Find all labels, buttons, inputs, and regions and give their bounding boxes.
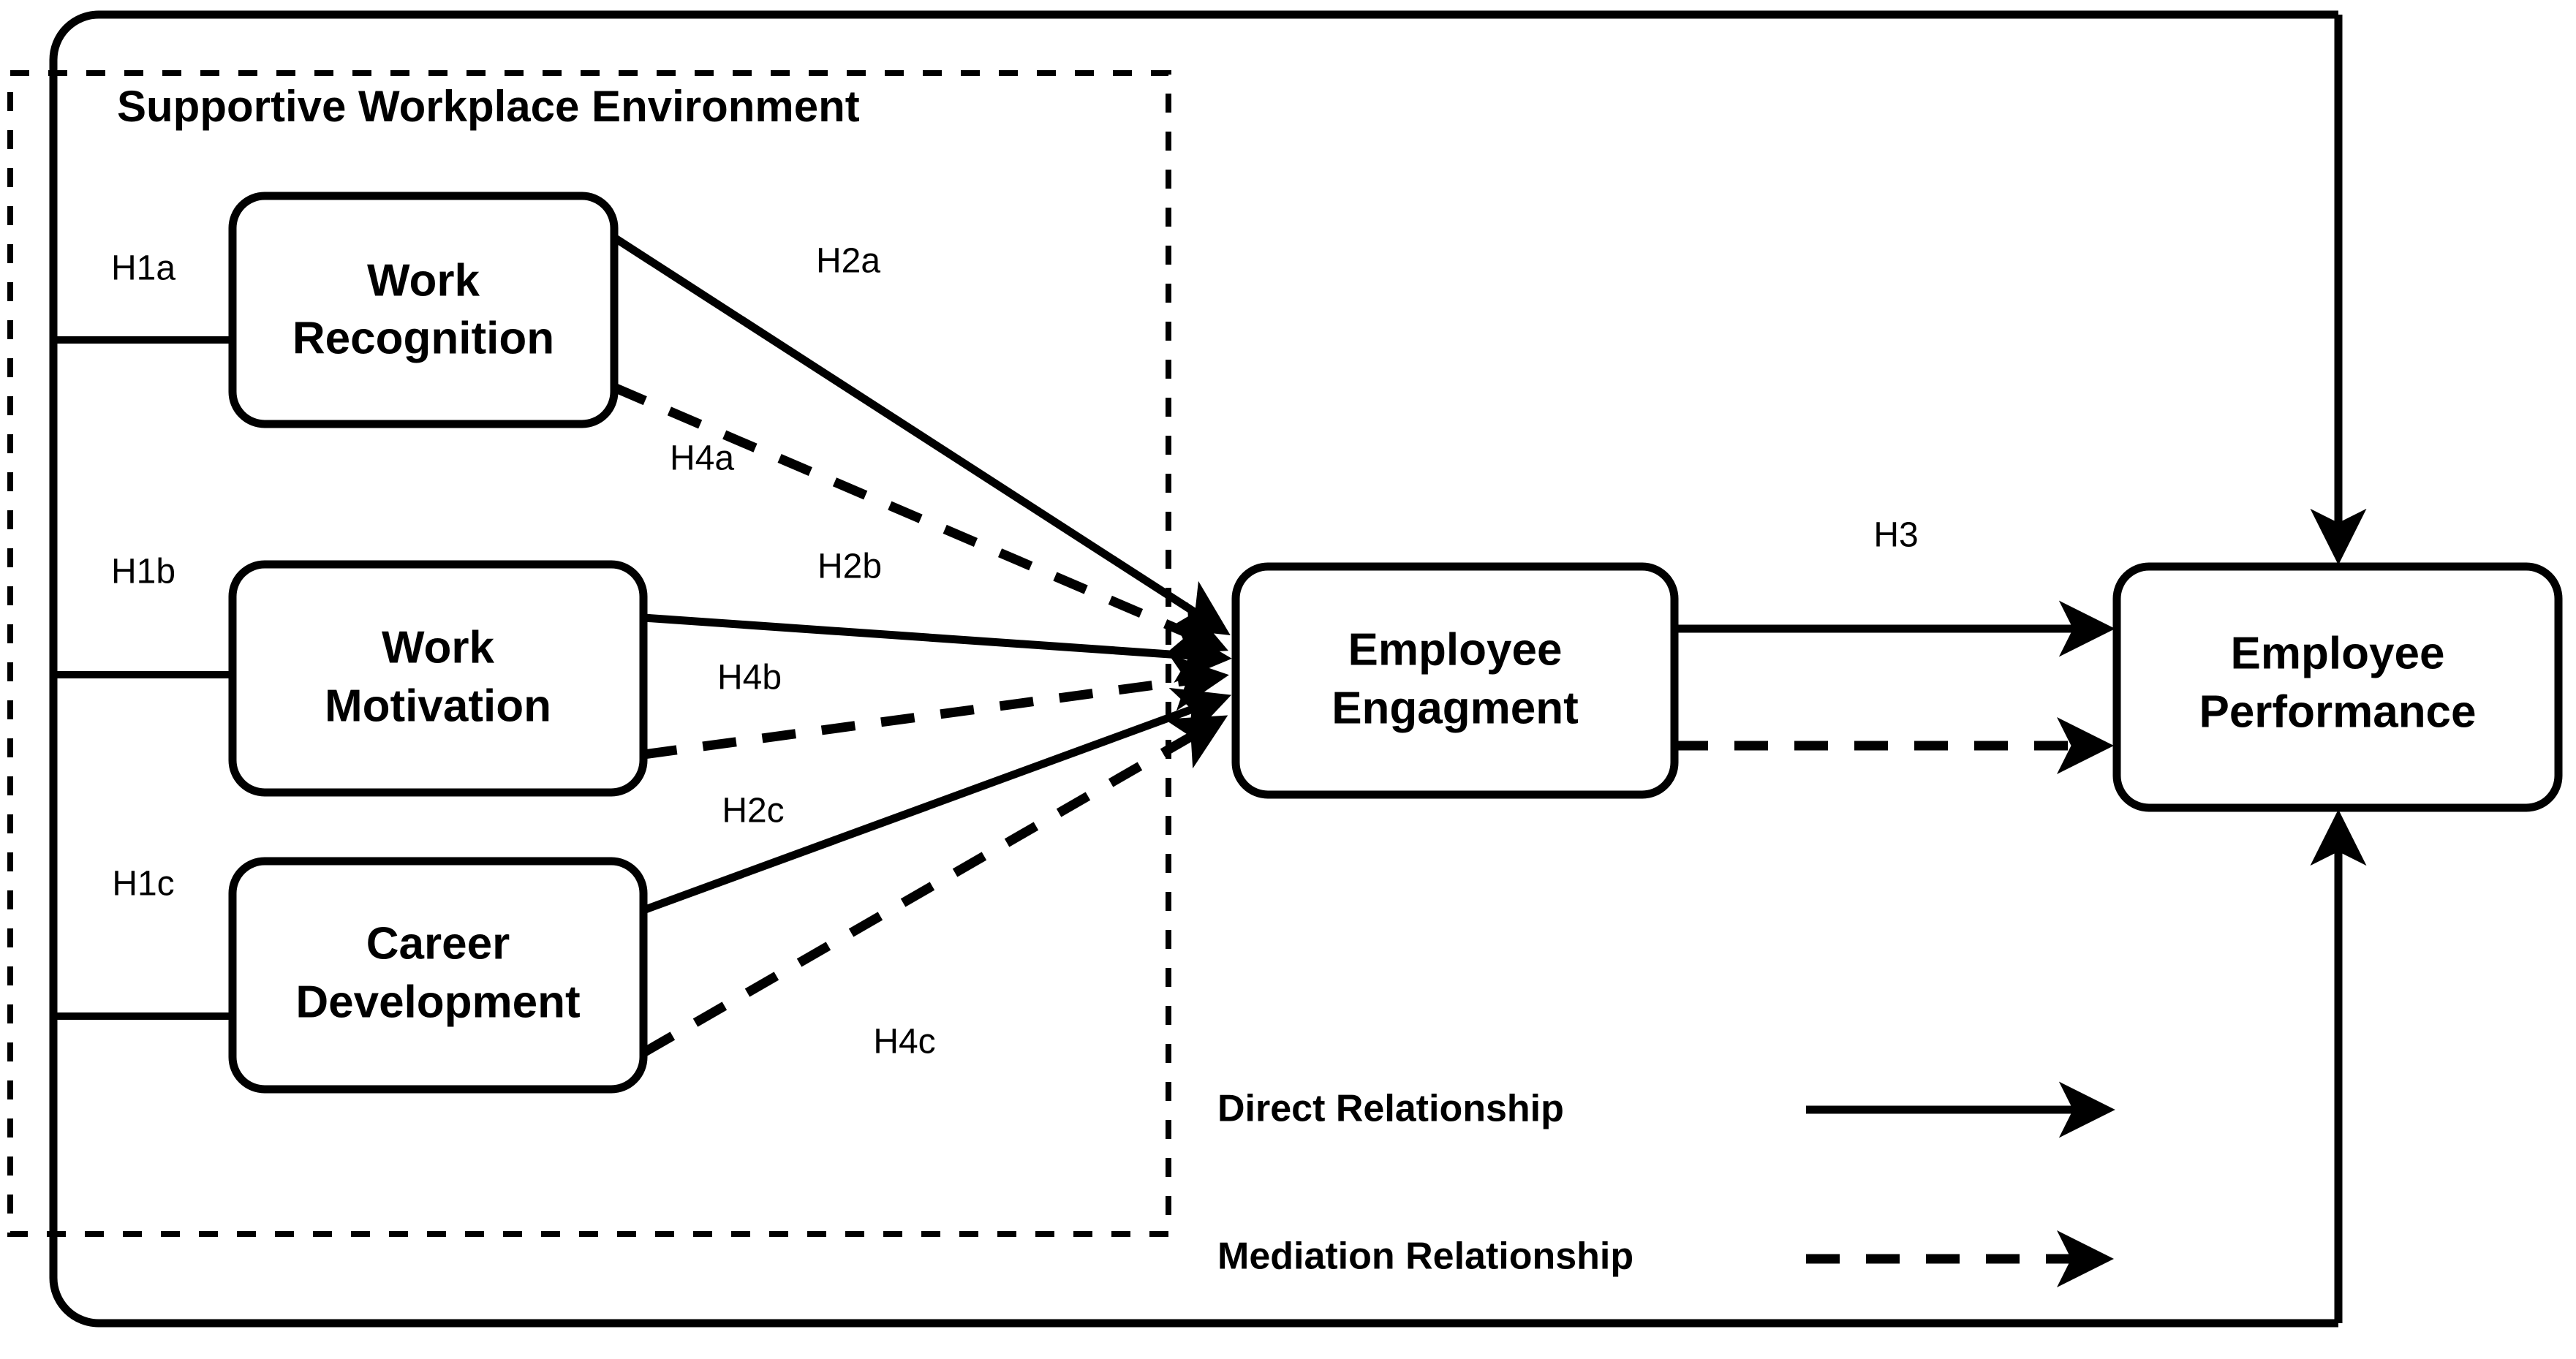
node-employee-engagement[interactable]: Employee Engagment <box>1231 562 1679 799</box>
work-recognition-label-line2: Recognition <box>292 313 554 363</box>
label-h3: H3 <box>1873 516 1918 555</box>
node-work-recognition[interactable]: Work Recognition <box>228 192 619 428</box>
h2b-arrow <box>643 613 1232 683</box>
node-employee-performance[interactable]: Employee Performance <box>2112 562 2563 812</box>
h4b-arrow <box>643 654 1229 760</box>
outer-frame-path <box>49 10 2338 1328</box>
label-h2a: H2a <box>816 242 880 281</box>
work-motivation-label-line1: Work <box>382 622 494 673</box>
employee-engagement-label-line1: Employee <box>1348 624 1563 675</box>
employee-performance-label-line1: Employee <box>2231 628 2445 678</box>
legend-mediation-label: Mediation Relationship <box>1217 1235 1633 1278</box>
label-h4c: H4c <box>873 1023 935 1061</box>
h4a-arrow <box>612 383 1228 655</box>
legend-direct-relationship: Direct Relationship <box>1217 1081 2115 1138</box>
work-recognition-box[interactable] <box>228 192 619 428</box>
career-development-label-line2: Development <box>295 977 580 1027</box>
supportive-workplace-environment-group-border <box>7 70 1171 1237</box>
career-development-box[interactable] <box>228 857 648 1094</box>
work-recognition-label-line1: Work <box>367 255 480 306</box>
label-h4a: H4a <box>670 439 734 478</box>
work-motivation-label-line2: Motivation <box>325 681 551 731</box>
label-h2b: H2b <box>817 548 882 586</box>
label-h1b: H1b <box>111 553 175 591</box>
career-development-label-line1: Career <box>366 918 510 969</box>
h2a-arrow <box>612 234 1231 635</box>
label-h2c: H2c <box>722 792 784 830</box>
group-title: Supportive Workplace Environment <box>117 82 860 131</box>
employee-engagement-label-line2: Engagment <box>1332 683 1579 733</box>
employee-performance-label-line2: Performance <box>2199 686 2476 737</box>
label-h1a: H1a <box>111 249 175 288</box>
h2c-arrow <box>642 687 1232 915</box>
legend-direct-label: Direct Relationship <box>1217 1088 1564 1130</box>
employee-performance-box[interactable] <box>2112 562 2563 812</box>
node-career-development[interactable]: Career Development <box>228 857 648 1094</box>
employee-engagement-box[interactable] <box>1231 562 1679 799</box>
h4c-arrow <box>641 715 1228 1057</box>
label-h1c: H1c <box>112 865 174 904</box>
legend-mediation-relationship: Mediation Relationship <box>1217 1230 2114 1287</box>
label-h4b: H4b <box>717 659 782 697</box>
node-work-motivation[interactable]: Work Motivation <box>228 560 648 797</box>
work-motivation-box[interactable] <box>228 560 648 797</box>
